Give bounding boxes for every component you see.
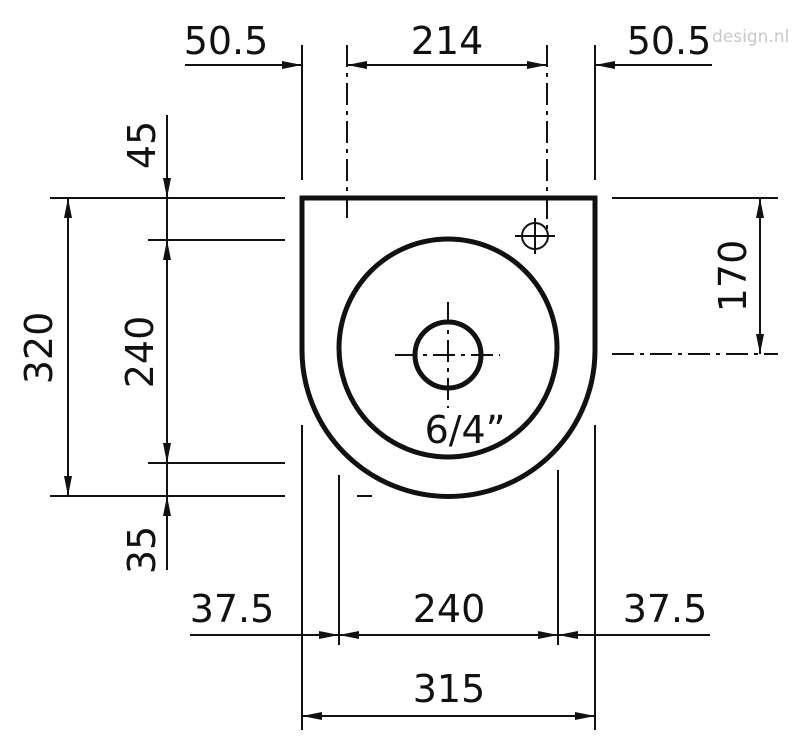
dim-bottom-total-label: 315 bbox=[413, 667, 486, 711]
dim-bottom-left-label: 37.5 bbox=[190, 587, 275, 631]
dim-left-lower-label: 35 bbox=[120, 526, 164, 574]
dim-top-left-label: 50.5 bbox=[184, 19, 269, 63]
dim-left-upper-label: 45 bbox=[120, 121, 164, 169]
dim-right-height-label: 170 bbox=[711, 240, 755, 313]
drain-size-label: 6/4” bbox=[425, 408, 506, 452]
basin-bowl bbox=[336, 236, 560, 460]
dim-bottom-middle-label: 240 bbox=[413, 587, 486, 631]
dim-top-middle-label: 214 bbox=[411, 19, 484, 63]
basin-outline bbox=[299, 195, 598, 499]
dim-left-total-label: 320 bbox=[17, 312, 61, 385]
dim-left-inner-label: 240 bbox=[118, 316, 162, 389]
dim-top-right-label: 50.5 bbox=[627, 19, 712, 63]
watermark-text: design.nl bbox=[712, 27, 789, 47]
dim-bottom-right-label: 37.5 bbox=[623, 587, 708, 631]
